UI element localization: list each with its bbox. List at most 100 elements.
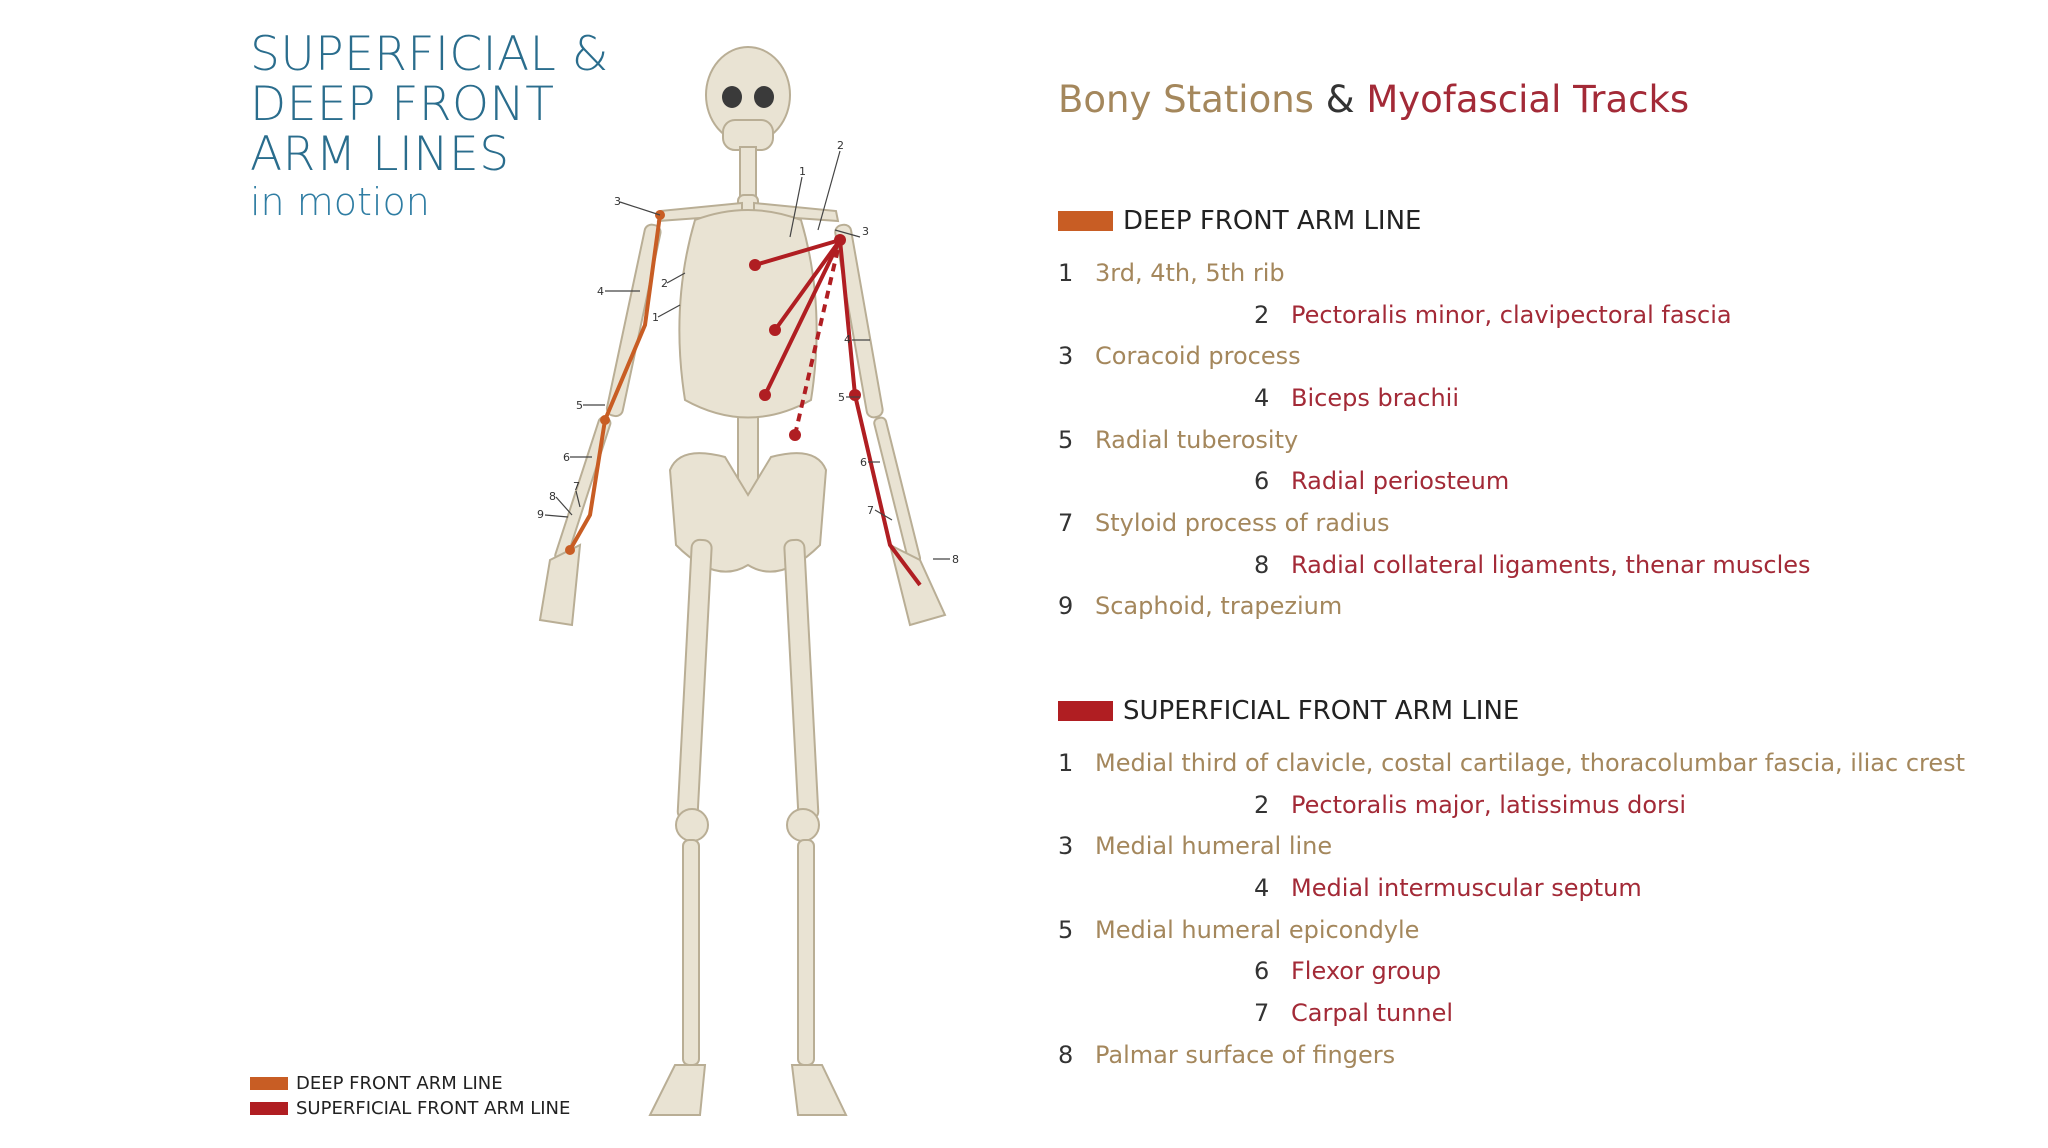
right-knee <box>786 808 820 842</box>
cervical-spine <box>739 146 757 198</box>
item-text: Medial humeral line <box>1095 832 1333 861</box>
item-number: 4 <box>1254 383 1270 412</box>
item-text: Flexor group <box>1291 957 1442 986</box>
right-tibia <box>797 839 815 1066</box>
superficial-station-dot <box>759 389 771 401</box>
item-text: Radial periosteum <box>1291 467 1510 496</box>
list-item: 3 Coracoid process <box>1058 335 2018 377</box>
legend-swatch-deep <box>250 1077 288 1090</box>
item-number: 1 <box>1058 749 1074 778</box>
item-number: 5 <box>1058 425 1074 454</box>
panel-title-tracks: Myofascial Tracks <box>1366 78 1690 121</box>
figure-label: 5 <box>838 391 845 404</box>
item-number: 2 <box>1254 300 1270 329</box>
figure-label: 1 <box>799 165 806 178</box>
left-femur <box>676 538 713 821</box>
right-femur <box>783 538 820 821</box>
item-number: 8 <box>1254 550 1270 579</box>
deep-list: 1 3rd, 4th, 5th rib 2 Pectoralis minor, cla… <box>1058 252 2018 627</box>
item-text: 3rd, 4th, 5th rib <box>1095 258 1285 287</box>
item-text: Coracoid process <box>1095 342 1301 371</box>
item-number: 3 <box>1058 342 1074 371</box>
item-text: Biceps brachii <box>1291 383 1460 412</box>
left-knee <box>675 808 709 842</box>
figure-label: 5 <box>576 399 583 412</box>
deep-section-header: DEEP FRONT ARM LINE <box>1058 200 2018 242</box>
list-item: 9 Scaphoid, trapezium <box>1058 586 2018 628</box>
left-tibia <box>682 839 700 1066</box>
item-number: 1 <box>1058 258 1074 287</box>
superficial-station-dot <box>769 324 781 336</box>
superficial-station-dot <box>834 234 846 246</box>
right-forearm <box>873 416 922 565</box>
figure-label: 6 <box>860 456 867 469</box>
right-foot <box>790 1064 848 1116</box>
item-text: Palmar surface of fingers <box>1095 1040 1396 1069</box>
item-number: 5 <box>1058 915 1074 944</box>
superficial-line-path <box>754 238 922 587</box>
item-text: Medial humeral epicondyle <box>1095 915 1420 944</box>
superficial-station-dot <box>849 389 861 401</box>
title-line-2: DEEP FRONT <box>250 77 555 132</box>
figure-label: 6 <box>563 451 570 464</box>
figure-label: 3 <box>614 195 621 208</box>
item-number: 2 <box>1254 790 1270 819</box>
item-text: Styloid process of radius <box>1095 508 1390 537</box>
list-item: 1 3rd, 4th, 5th rib <box>1058 252 2018 294</box>
legend-item-deep: DEEP FRONT ARM LINE <box>250 1071 570 1096</box>
superficial-section-header: SUPERFICIAL FRONT ARM LINE <box>1058 690 2018 732</box>
item-number: 7 <box>1058 508 1074 537</box>
superficial-station-dot <box>749 259 761 271</box>
deep-station-dot <box>600 415 610 425</box>
item-text: Carpal tunnel <box>1291 999 1454 1028</box>
item-text: Medial intermuscular septum <box>1291 874 1642 903</box>
list-item: 4 Biceps brachii <box>1058 377 2018 419</box>
figure-label: 7 <box>573 480 580 493</box>
figure-label: 2 <box>837 139 844 152</box>
legend-label-superficial: SUPERFICIAL FRONT ARM LINE <box>296 1098 571 1119</box>
deep-section-heading: DEEP FRONT ARM LINE <box>1123 206 1422 236</box>
panel-title-amp: & <box>1325 78 1355 121</box>
item-text: Scaphoid, trapezium <box>1095 592 1343 621</box>
item-number: 9 <box>1058 592 1074 621</box>
left-foot <box>648 1064 707 1116</box>
figure-label: 4 <box>844 333 851 346</box>
list-item: 8 Palmar surface of fingers <box>1058 1034 2018 1076</box>
item-number: 4 <box>1254 874 1270 903</box>
deep-swatch <box>1058 211 1113 231</box>
item-text: Pectoralis minor, clavipectoral fascia <box>1291 300 1732 329</box>
item-text: Pectoralis major, latissimus dorsi <box>1291 790 1687 819</box>
list-item: 5 Medial humeral epicondyle <box>1058 909 2018 951</box>
legend-item-superficial: SUPERFICIAL FRONT ARM LINE <box>250 1096 570 1121</box>
left-hand <box>538 543 582 627</box>
page-title: SUPERFICIAL & DEEP FRONT ARM LINES in mo… <box>250 27 609 225</box>
item-number: 8 <box>1058 1040 1074 1069</box>
list-item: 2 Pectoralis major, latissimus dorsi <box>1058 784 2018 826</box>
figure-label: 8 <box>952 553 959 566</box>
stations-panel: Bony Stations & Myofascial Tracks DEEP F… <box>1058 70 2018 1076</box>
superficial-station-dot <box>789 429 801 441</box>
right-humerus <box>834 223 884 419</box>
figure-label: 8 <box>549 490 556 503</box>
left-humerus <box>605 223 662 418</box>
figure-legend: DEEP FRONT ARM LINE SUPERFICIAL FRONT AR… <box>250 1071 570 1121</box>
ribcage <box>678 209 818 419</box>
skeleton-illustration: 3 4 2 1 5 6 8 7 9 2 1 3 4 5 6 7 8 <box>537 46 959 1116</box>
figure-label: 2 <box>661 277 668 290</box>
figure-label: 9 <box>537 508 544 521</box>
superficial-section-heading: SUPERFICIAL FRONT ARM LINE <box>1123 696 1520 727</box>
list-item: 4 Medial intermuscular septum <box>1058 867 2018 909</box>
figure-label: 1 <box>652 311 659 324</box>
panel-title: Bony Stations & Myofascial Tracks <box>1058 70 2018 130</box>
superficial-swatch <box>1058 701 1113 722</box>
title-line-1: SUPERFICIAL & <box>250 27 609 82</box>
legend-label-deep: DEEP FRONT ARM LINE <box>296 1073 503 1094</box>
item-text: Radial collateral ligaments, thenar musc… <box>1291 550 1811 579</box>
title-subtitle: in motion <box>250 180 430 224</box>
